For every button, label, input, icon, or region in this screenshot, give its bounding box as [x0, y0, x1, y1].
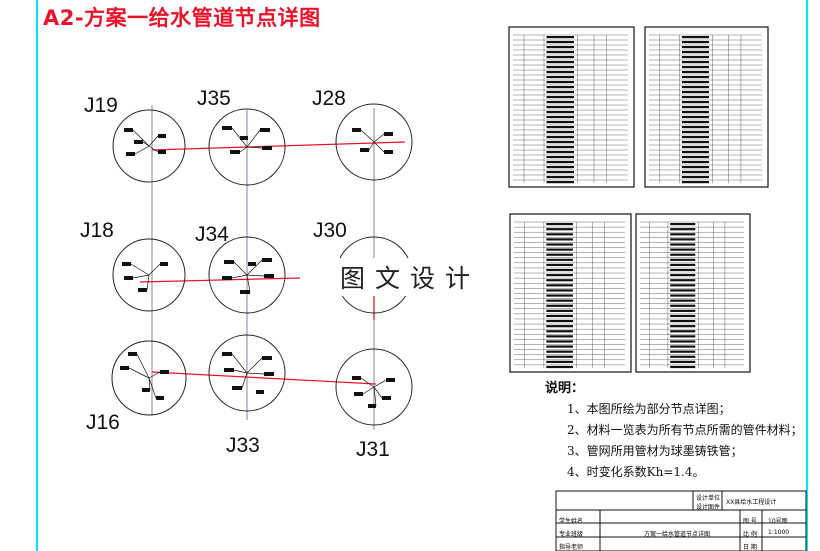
node-label: J16 [86, 411, 120, 434]
title-block-student-name: 学生姓名 [559, 518, 584, 525]
title-block: 设计单位 设计图件 XX县给水工程设计 学生姓名 专业班级 指导老师 方案一给水… [556, 491, 806, 551]
node-circle-j31 [335, 348, 413, 426]
fitting-symbols [120, 126, 395, 408]
material-table-4 [635, 213, 751, 373]
node-circle-j28 [335, 103, 413, 181]
material-tables [508, 26, 769, 373]
title-block-design-unit: 设计单位 [696, 495, 721, 502]
node-circle-j35 [208, 108, 286, 186]
fitting-leaders [128, 127, 387, 407]
material-table-rows [513, 34, 762, 369]
title-block-advisor: 指导老师 [559, 544, 584, 551]
node-labels: J19 J35 J28 J18 J34 J30 J16 J33 J31 [80, 87, 390, 461]
note-item: 2、材料一览表为所有节点所需的管件材料； [567, 423, 803, 437]
title-block-date-label: 日 期 [743, 544, 757, 551]
node-label: J31 [356, 438, 390, 461]
title-block-major: 专业班级 [559, 531, 584, 538]
title-block-frame [555, 490, 807, 551]
node-circle-j18 [112, 238, 186, 312]
material-table-2 [644, 26, 769, 188]
node-circle-j19 [112, 109, 186, 183]
notes-heading: 说明： [545, 381, 585, 396]
node-circle-j33 [208, 334, 286, 412]
node-circle-j16 [111, 340, 187, 416]
node-label: J34 [195, 223, 229, 246]
material-table-3 [509, 213, 632, 373]
title-block-scale: 1:1000 [768, 529, 790, 536]
title-block-scale-label: 比 例 [743, 531, 757, 538]
material-table-1 [508, 26, 635, 188]
title-block-designer: 设计图件 [696, 504, 721, 511]
note-item: 3、管网所用管材为球墨铸铁管； [567, 444, 743, 458]
title-block-project-name: XX县给水工程设计 [726, 499, 777, 506]
node-label: J28 [312, 87, 346, 110]
drawing-title: A2-方案一给水管道节点详图 [43, 6, 321, 30]
title-block-drawing-no-label: 图 号 [743, 518, 757, 525]
node-label: J33 [226, 434, 260, 457]
notes-block: 说明： 1、本图所绘为部分节点详图； 2、材料一览表为所有节点所需的管件材料； … [545, 378, 803, 483]
title-block-sheet-title: 方案一给水管道节点详图 [644, 531, 711, 538]
node-label: J19 [84, 94, 118, 117]
drawing-border-left [36, 0, 38, 551]
note-item: 4、时变化系数Kh=1.4。 [567, 465, 705, 479]
note-item: 1、本图所绘为部分节点详图； [567, 402, 731, 416]
drawing-border-right [806, 0, 808, 551]
watermark-text: 图文设计 [330, 258, 490, 296]
pipe-middle-row [139, 277, 301, 283]
pipe-top-row [151, 141, 406, 151]
node-label: J35 [197, 87, 231, 110]
node-circle-j34 [208, 236, 286, 314]
pipe-bottom-row [151, 371, 377, 385]
title-block-drawing-no: 10号图 [768, 518, 788, 525]
node-label: J30 [313, 219, 347, 242]
node-label: J18 [80, 219, 114, 242]
